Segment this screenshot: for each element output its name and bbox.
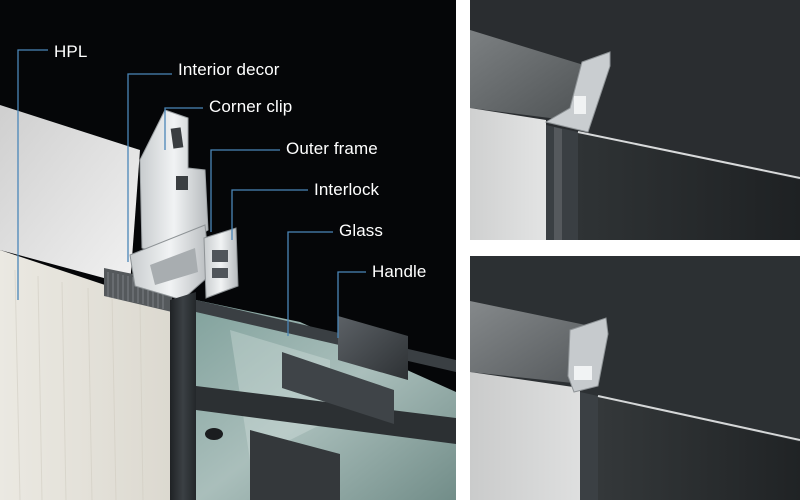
detail-view-top — [470, 0, 800, 240]
glass-pane — [598, 396, 800, 500]
interior-decor-leader-line — [127, 73, 172, 262]
label-handle: Handle — [372, 262, 427, 281]
glass-leader-line — [287, 231, 333, 336]
frame-section-closeup-icon — [470, 0, 800, 240]
handle-block — [250, 430, 340, 500]
hpl-leader-line — [17, 49, 48, 300]
corner-clip-leader-line — [164, 107, 203, 150]
interlock-slot-2 — [212, 268, 228, 278]
horizontal-rail — [196, 386, 456, 444]
glass-edge — [577, 131, 800, 179]
interlock-leader-line — [231, 189, 308, 240]
main-illustration: HPL Interior decor Corner clip Outer fra… — [0, 0, 456, 500]
handle-body — [338, 316, 408, 380]
panel-wall-face — [470, 108, 546, 240]
hpl-panel-top — [0, 105, 140, 285]
profile-insert — [574, 96, 586, 114]
vertical-frame — [170, 292, 196, 500]
clip-hole — [176, 176, 188, 190]
panel-top-face — [470, 301, 600, 384]
handle-leader-line — [337, 271, 366, 338]
label-corner-clip: Corner clip — [209, 97, 293, 116]
lock-knob-icon — [205, 428, 223, 440]
dark-vertical-frame — [580, 392, 598, 500]
outer-frame-leader-line — [210, 149, 280, 232]
frame-highlight — [554, 127, 562, 240]
label-interior-decor: Interior decor — [178, 60, 280, 79]
frame-corner-render — [0, 49, 456, 500]
interlock-slot — [212, 250, 228, 262]
profile-stack — [544, 51, 611, 133]
frame-section-closeup-icon — [470, 256, 800, 500]
hpl-panel-front — [0, 250, 170, 500]
profile-insert — [574, 366, 592, 380]
handle-arm — [282, 352, 394, 424]
label-interlock: Interlock — [314, 180, 380, 199]
panel-wall-face — [470, 372, 580, 500]
glass-edge — [597, 395, 800, 441]
label-glass: Glass — [339, 221, 383, 240]
interlock-profile — [203, 227, 239, 299]
glass-pane — [578, 132, 800, 240]
panel-top-face — [470, 30, 600, 122]
hpl-grain — [14, 269, 144, 500]
clip-slot — [170, 127, 184, 149]
detail-view-bottom — [470, 256, 800, 500]
frame-channel — [150, 248, 198, 285]
label-outer-frame: Outer frame — [286, 139, 378, 158]
label-hpl: HPL — [54, 42, 88, 61]
callout-lines — [17, 49, 366, 338]
